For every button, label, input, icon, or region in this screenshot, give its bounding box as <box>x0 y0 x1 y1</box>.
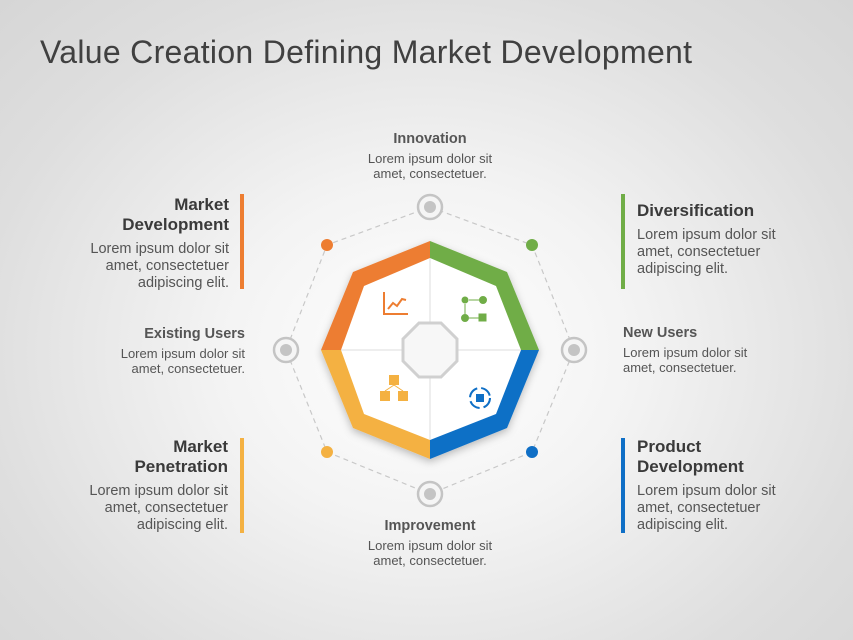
heading: Product <box>637 437 702 456</box>
center-octagon <box>401 321 459 379</box>
innovation-block: Innovation Lorem ipsum dolor sit amet, c… <box>350 131 510 182</box>
heading: Diversification <box>637 201 755 220</box>
description: Lorem ipsum dolor sit amet, consectetuer… <box>90 241 229 291</box>
accent-bar-blue <box>621 438 625 533</box>
accent-bar-green <box>621 194 625 289</box>
label: Innovation <box>393 131 467 147</box>
label: Improvement <box>384 518 476 534</box>
description: Lorem ipsum dolor sit amet, consectetuer… <box>367 151 493 181</box>
heading: Development <box>122 215 229 234</box>
heading: Penetration <box>134 457 228 476</box>
slide-title: Value Creation Defining Market Developme… <box>40 34 693 70</box>
dot-orange <box>321 239 333 251</box>
diversification-block: Diversification Lorem ipsum dolor sit am… <box>637 201 807 278</box>
dot-green <box>526 239 538 251</box>
accent-bar-orange <box>240 194 244 289</box>
axis-node-right <box>560 336 588 364</box>
description: Lorem ipsum dolor sit amet, consectetuer… <box>120 346 245 376</box>
dot-yellow <box>321 446 333 458</box>
accent-bar-yellow <box>240 438 244 533</box>
improvement-block: Improvement Lorem ipsum dolor sit amet, … <box>350 518 510 569</box>
dot-blue <box>526 446 538 458</box>
new-users-block: New Users Lorem ipsum dolor sit amet, co… <box>623 325 773 376</box>
description: Lorem ipsum dolor sit amet, consectetuer… <box>89 483 228 533</box>
description: Lorem ipsum dolor sit amet, consectetuer… <box>623 345 748 375</box>
axis-node-top <box>416 193 444 221</box>
description: Lorem ipsum dolor sit amet, consectetuer… <box>637 227 776 277</box>
heading: Market <box>173 437 228 456</box>
flow-process-icon <box>461 296 487 322</box>
axis-node-left <box>272 336 300 364</box>
heading: Development <box>637 457 744 476</box>
boxes-network-icon <box>380 375 408 401</box>
description: Lorem ipsum dolor sit amet, consectetuer… <box>367 538 493 568</box>
heading: Market <box>174 195 229 214</box>
label: Existing Users <box>144 326 245 342</box>
growth-chart-icon <box>383 292 408 315</box>
existing-users-block: Existing Users Lorem ipsum dolor sit ame… <box>95 326 245 377</box>
label: New Users <box>623 325 698 341</box>
description: Lorem ipsum dolor sit amet, consectetuer… <box>637 483 776 533</box>
axis-node-bottom <box>416 480 444 508</box>
box-cycle-icon <box>469 387 491 409</box>
